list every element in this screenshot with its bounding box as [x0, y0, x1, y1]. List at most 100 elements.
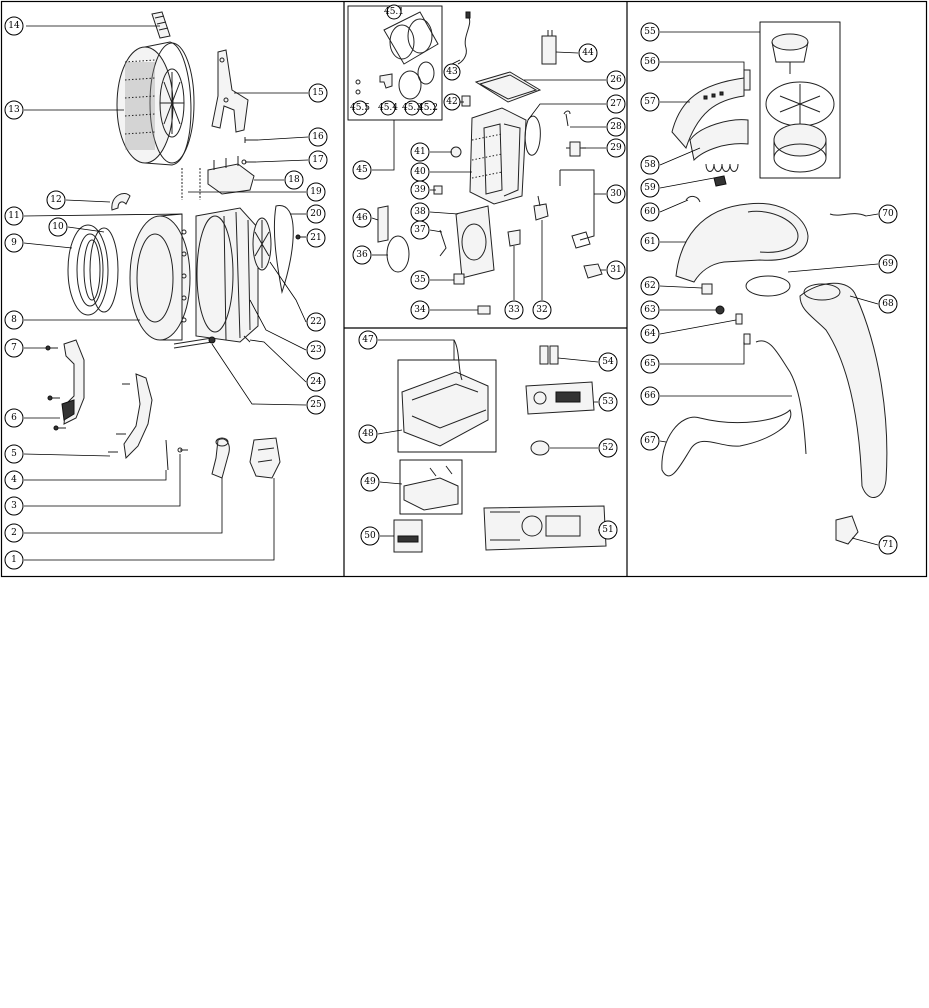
callout-number: 45.1 — [384, 7, 404, 17]
callout-number: 43 — [446, 67, 458, 77]
callout-leader — [211, 343, 307, 406]
part-46-lock — [377, 205, 389, 243]
part-13-drum — [116, 41, 195, 166]
callout-28: 28 — [570, 117, 626, 137]
part-64-sensor — [735, 313, 743, 325]
part-68-condenser-duct — [799, 282, 888, 498]
callout-circle — [308, 83, 328, 103]
part-10-ring — [89, 227, 119, 313]
callout-12: 12 — [46, 190, 111, 210]
callout-7: 7 — [4, 338, 46, 358]
callout-circle — [306, 340, 326, 360]
callout-45-4: 45.4 — [378, 100, 398, 116]
callout-67: 67 — [640, 431, 667, 451]
callout-68: 68 — [849, 294, 898, 314]
callout-52: 52 — [550, 438, 618, 458]
callout-circle — [410, 142, 430, 162]
callout-46: 46 — [352, 208, 379, 228]
callout-17: 17 — [255, 150, 328, 170]
part-15-support-bracket — [211, 49, 249, 133]
callout-49: 49 — [360, 472, 403, 492]
callout-circle — [606, 184, 626, 204]
part-24-nut — [243, 335, 251, 343]
callout-14: 14 — [4, 16, 160, 36]
callout-number: 22 — [310, 317, 321, 327]
callout-number: 1 — [11, 555, 17, 565]
part-66-hose — [755, 340, 807, 455]
callout-50: 50 — [360, 526, 394, 546]
part-45-2-door-inner — [417, 61, 435, 85]
group-55-box — [759, 21, 841, 179]
part-23-rear-tub — [195, 207, 259, 343]
callout-number: 27 — [610, 99, 622, 109]
callout-circle — [410, 202, 430, 222]
callout-number: 30 — [610, 189, 622, 199]
callout-number: 59 — [644, 183, 656, 193]
callout-4: 4 — [4, 470, 167, 490]
callout-number: 38 — [414, 207, 426, 217]
callout-29: 29 — [582, 138, 626, 158]
callout-circle — [532, 300, 552, 320]
callout-circle — [443, 93, 461, 111]
callout-number: 28 — [610, 122, 622, 132]
callout-circle — [606, 117, 626, 137]
part-1-drain-pump — [249, 437, 281, 479]
callout-circle — [4, 206, 24, 226]
callout-number: 37 — [414, 225, 426, 235]
callout-number: 8 — [11, 315, 17, 325]
part-67-seal — [661, 409, 792, 477]
callout-circle — [306, 312, 326, 332]
callout-circle — [598, 392, 618, 412]
part-45-1-screws — [355, 79, 361, 95]
callout-circle — [4, 470, 24, 490]
callout-leader — [377, 429, 403, 435]
callout-circle — [48, 217, 68, 237]
callout-circle — [640, 386, 660, 406]
callout-circle — [504, 300, 524, 320]
callout-1: 1 — [4, 478, 275, 570]
part-31-clamp — [583, 263, 603, 279]
callout-number: 15 — [312, 88, 324, 98]
part-19-springs — [181, 168, 201, 200]
middle-top-parts — [347, 5, 603, 315]
callout-circle — [410, 162, 430, 182]
callout-circle — [352, 208, 372, 228]
callout-number: 60 — [644, 207, 656, 217]
part-37-wire — [439, 229, 447, 257]
callout-number: 12 — [50, 195, 61, 205]
callout-circle — [352, 245, 372, 265]
callout-circle — [878, 204, 898, 224]
callout-circle — [386, 4, 402, 20]
callout-number: 46 — [356, 213, 368, 223]
callout-leader — [24, 478, 223, 534]
callout-circle — [308, 127, 328, 147]
part-51-control-panel — [483, 505, 607, 551]
callout-number: 19 — [310, 187, 322, 197]
callout-number: 57 — [644, 97, 656, 107]
callout-number: 65 — [644, 359, 656, 369]
callout-number: 29 — [610, 143, 622, 153]
callout-number: 69 — [882, 259, 894, 269]
callout-circle — [443, 63, 461, 81]
callout-circle — [640, 202, 660, 222]
part-14-label-strip — [151, 11, 171, 39]
callout-number: 21 — [310, 233, 321, 243]
part-2-hose — [211, 437, 230, 479]
part-35-bracket — [453, 273, 465, 285]
callout-leader — [660, 61, 745, 70]
callout-circle — [640, 354, 660, 374]
callout-20: 20 — [290, 204, 326, 224]
callout-9: 9 — [4, 233, 73, 253]
callout-leader — [787, 263, 879, 273]
callout-56: 56 — [640, 52, 745, 72]
callout-circle — [4, 233, 24, 253]
part-54-relay — [539, 345, 559, 365]
callout-leader — [67, 226, 105, 233]
callout-number: 6 — [11, 413, 17, 423]
part-5-hinge — [108, 373, 153, 460]
callout-71: 71 — [851, 535, 898, 555]
callout-number: 36 — [356, 250, 368, 260]
callout-number: 7 — [11, 343, 17, 353]
callout-leader — [249, 339, 307, 383]
callout-13: 13 — [4, 100, 124, 120]
